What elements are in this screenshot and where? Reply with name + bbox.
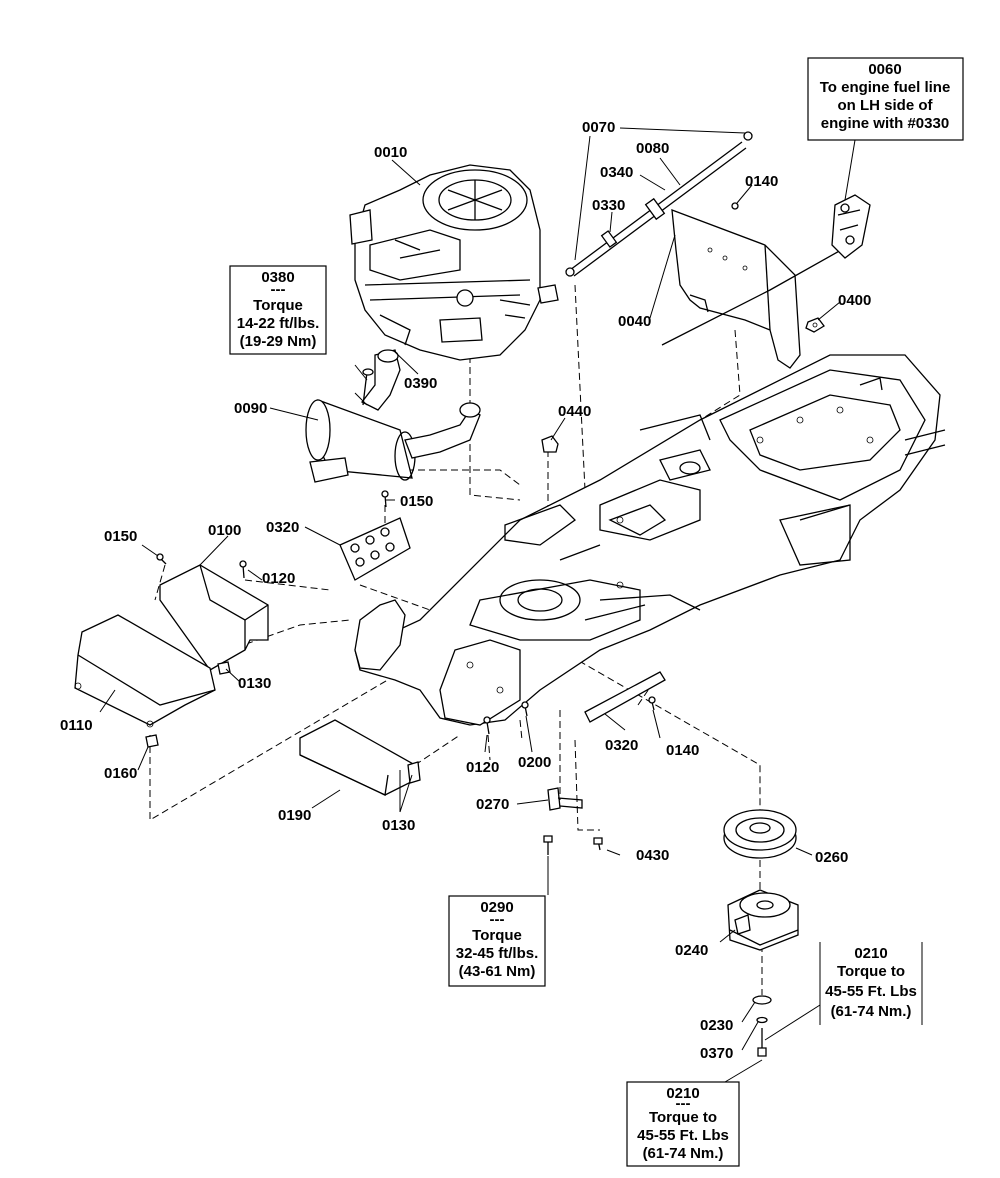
callout-0390: 0390 bbox=[404, 375, 437, 392]
callout-0340: 0340 bbox=[600, 164, 633, 181]
note-0210-bottom-line4: 45-55 Ft. Lbs bbox=[637, 1127, 729, 1144]
note-0210-right-line4: (61-74 Nm.) bbox=[831, 1003, 912, 1020]
callout-0320-lower: 0320 bbox=[605, 737, 638, 754]
pivot-0270[interactable] bbox=[547, 787, 583, 811]
nut-0440[interactable] bbox=[541, 435, 559, 453]
note-0380: 0380 --- Torque 14-22 ft/lbs. (19-29 Nm) bbox=[229, 265, 327, 355]
nut-0400[interactable] bbox=[805, 317, 825, 333]
pulley-0260[interactable] bbox=[723, 809, 797, 859]
chassis-frame[interactable] bbox=[354, 354, 946, 726]
note-0210-right-line2: Torque to bbox=[837, 963, 905, 980]
note-0210-bottom-line2: --- bbox=[676, 1095, 691, 1112]
note-0210-right-line1: 0210 bbox=[854, 945, 887, 962]
note-0290-line1: 0290 bbox=[480, 899, 513, 916]
note-0210-right: 0210 Torque to 45-55 Ft. Lbs (61-74 Nm.) bbox=[819, 942, 923, 1025]
callout-0230: 0230 bbox=[700, 1017, 733, 1034]
muffler-0090[interactable] bbox=[305, 349, 481, 483]
note-0380-line1: 0380 bbox=[261, 269, 294, 286]
callout-0200: 0200 bbox=[518, 754, 551, 771]
callout-0260: 0260 bbox=[815, 849, 848, 866]
note-0380-line3: Torque bbox=[253, 297, 303, 314]
clutch-0240[interactable] bbox=[727, 889, 799, 951]
callout-0090: 0090 bbox=[234, 400, 267, 417]
bolt-0210[interactable] bbox=[757, 1028, 767, 1057]
callout-0010: 0010 bbox=[374, 144, 407, 161]
callout-0130-upper: 0130 bbox=[238, 675, 271, 692]
washer-0230[interactable] bbox=[752, 995, 772, 1005]
callout-0150-mid: 0150 bbox=[400, 493, 433, 510]
shield-0190[interactable] bbox=[299, 719, 421, 796]
callout-labels: 0010 0070 0080 0340 0330 0140 0040 0400 … bbox=[60, 119, 871, 1062]
callout-0130-lower: 0130 bbox=[382, 817, 415, 834]
callout-0120-lower: 0120 bbox=[466, 759, 499, 776]
callout-0370: 0370 bbox=[700, 1045, 733, 1062]
callout-0270: 0270 bbox=[476, 796, 509, 813]
callout-0190: 0190 bbox=[278, 807, 311, 824]
note-0380-line5: (19-29 Nm) bbox=[240, 333, 317, 350]
note-0060-line4: engine with #0330 bbox=[821, 115, 949, 132]
callout-0140-upper: 0140 bbox=[745, 173, 778, 190]
note-0290-line4: 32-45 ft/lbs. bbox=[456, 945, 539, 962]
note-0210-bottom-line5: (61-74 Nm.) bbox=[643, 1145, 724, 1162]
callout-0160: 0160 bbox=[104, 765, 137, 782]
note-0290-line2: --- bbox=[490, 911, 505, 928]
note-0210-bottom-line1: 0210 bbox=[666, 1085, 699, 1102]
note-0290-line3: Torque bbox=[472, 927, 522, 944]
note-0060-line1: 0060 bbox=[868, 61, 901, 78]
callout-0330: 0330 bbox=[592, 197, 625, 214]
cover-0100[interactable] bbox=[159, 564, 269, 671]
callout-0430: 0430 bbox=[636, 847, 669, 864]
bolt-0140-upper[interactable] bbox=[731, 202, 739, 210]
small-hardware[interactable] bbox=[145, 490, 656, 748]
bolt-0290[interactable] bbox=[543, 835, 553, 855]
bracket-0320-upper[interactable] bbox=[339, 517, 411, 581]
callout-0320-upper: 0320 bbox=[266, 519, 299, 536]
bracket-0320-lower[interactable] bbox=[584, 671, 666, 723]
note-0380-line2: --- bbox=[271, 281, 286, 298]
fuel-line-parts[interactable] bbox=[565, 131, 753, 277]
note-0210-bottom: 0210 --- Torque to 45-55 Ft. Lbs (61-74 … bbox=[626, 1081, 740, 1167]
callout-0240: 0240 bbox=[675, 942, 708, 959]
callout-0440: 0440 bbox=[558, 403, 591, 420]
note-0210-bottom-line3: Torque to bbox=[649, 1109, 717, 1126]
note-0380-line4: 14-22 ft/lbs. bbox=[237, 315, 320, 332]
washer-0370[interactable] bbox=[756, 1016, 768, 1024]
shield-0040[interactable] bbox=[661, 209, 851, 369]
callout-0110: 0110 bbox=[60, 717, 93, 734]
callout-0070: 0070 bbox=[582, 119, 615, 136]
callout-0120-upper: 0120 bbox=[262, 570, 295, 587]
callout-0100: 0100 bbox=[208, 522, 241, 539]
note-0060-line3: on LH side of bbox=[838, 97, 934, 114]
leader-lines bbox=[99, 127, 841, 1083]
note-0060-line2: To engine fuel line bbox=[820, 79, 951, 96]
bolt-0380[interactable] bbox=[362, 368, 374, 406]
callout-0040: 0040 bbox=[618, 313, 651, 330]
callout-0140-lower: 0140 bbox=[666, 742, 699, 759]
callout-0400: 0400 bbox=[838, 292, 871, 309]
bolt-0430[interactable] bbox=[593, 837, 603, 851]
note-0290-line5: (43-61 Nm) bbox=[459, 963, 536, 980]
callout-0080: 0080 bbox=[636, 140, 669, 157]
fuel-filter-0060[interactable] bbox=[831, 139, 871, 259]
callout-0150-left: 0150 bbox=[104, 528, 137, 545]
engine-0010[interactable] bbox=[349, 164, 559, 361]
note-0060: 0060 To engine fuel line on LH side of e… bbox=[807, 57, 964, 141]
note-0290: 0290 --- Torque 32-45 ft/lbs. (43-61 Nm) bbox=[448, 895, 546, 987]
note-0210-right-line3: 45-55 Ft. Lbs bbox=[825, 983, 917, 1000]
